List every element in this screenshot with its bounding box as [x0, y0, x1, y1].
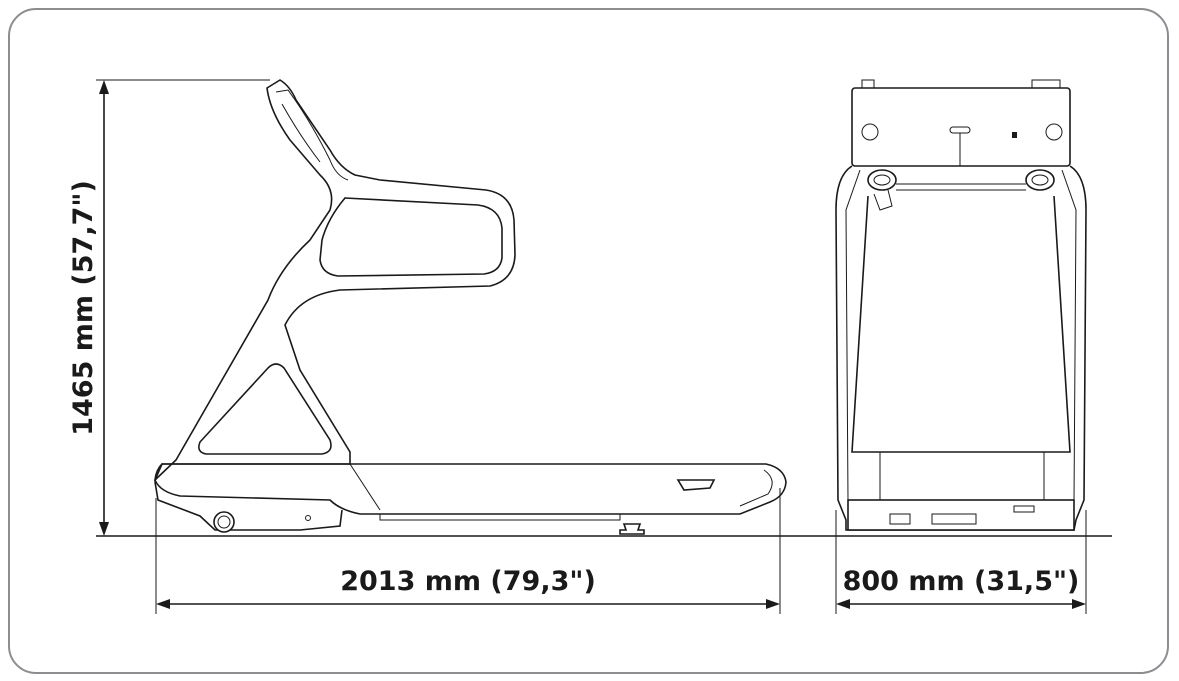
length-label: 2013 mm (79,3") [340, 566, 596, 597]
treadmill-side-view [153, 79, 787, 535]
height-dimension: 1465 mm (57,7") [68, 79, 270, 536]
height-label: 1465 mm (57,7") [68, 180, 99, 436]
length-dimension: 2013 mm (79,3") [155, 488, 781, 614]
treadmill-front-view [835, 79, 1087, 531]
width-label: 800 mm (31,5") [843, 566, 1080, 597]
width-dimension: 800 mm (31,5") [835, 510, 1087, 614]
